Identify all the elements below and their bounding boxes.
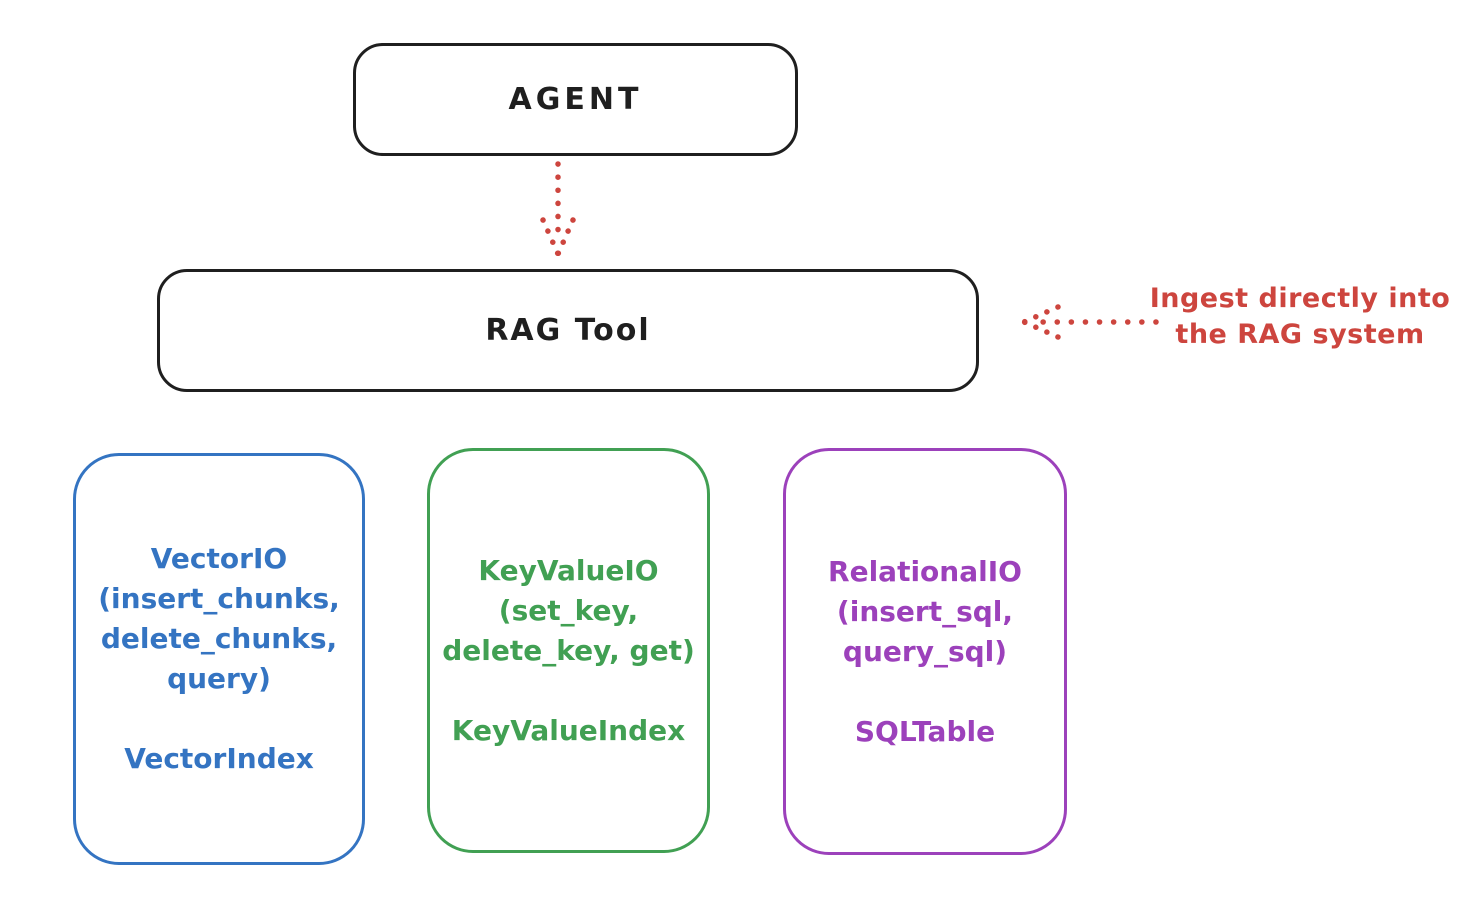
ingest-annotation: Ingest directly into the RAG system [1149,283,1451,350]
rag-tool-box: RAG Tool [157,269,979,392]
relational-io-box: RelationalIO (insert_sql, query_sql) SQL… [783,448,1067,855]
vector-io-label: VectorIO (insert_chunks, delete_chunks, … [98,542,340,695]
agent-box-label: AGENT [508,82,643,117]
key-value-index-label: KeyValueIndex [451,713,686,747]
agent-box: AGENT [353,43,798,156]
key-value-io-box: KeyValueIO (set_key, delete_key, get) Ke… [427,448,710,853]
rag-tool-box-label: RAG Tool [485,313,651,348]
dotted-left-arrow-icon [1021,304,1159,340]
dotted-down-arrow-icon [540,161,576,257]
sql-table-label: SQLTable [854,714,996,748]
relational-io-label: RelationalIO (insert_sql, query_sql) [828,554,1022,668]
vector-io-box: VectorIO (insert_chunks, delete_chunks, … [73,453,365,865]
key-value-io-label: KeyValueIO (set_key, delete_key, get) [442,553,695,667]
vector-index-label: VectorIndex [124,742,314,775]
